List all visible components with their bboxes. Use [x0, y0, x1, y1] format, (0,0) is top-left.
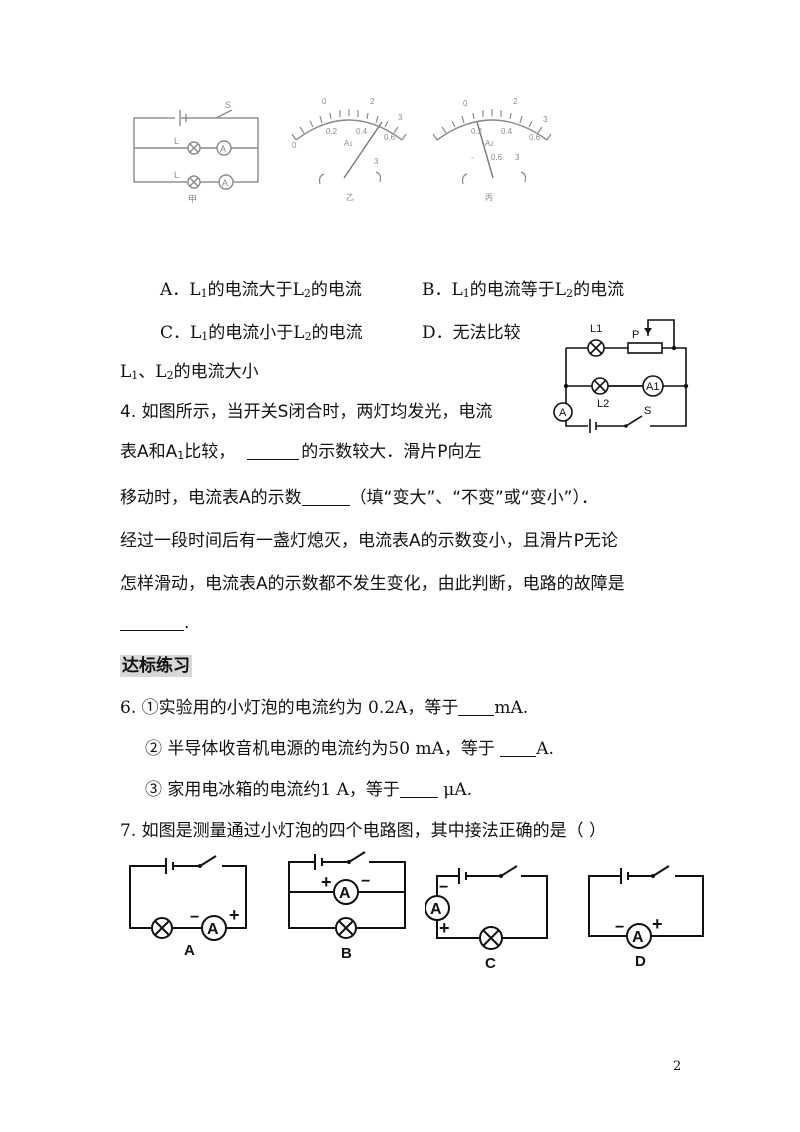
- diagram-label-c: C: [485, 955, 496, 970]
- terminal-label: 3: [515, 153, 520, 162]
- ammeter-label: A: [632, 929, 644, 946]
- tick-label: 2: [370, 97, 375, 106]
- switch-s-label: S: [644, 405, 651, 417]
- ammeter-label: A: [339, 885, 351, 902]
- tick-label: 0.4: [356, 127, 368, 136]
- tick-label: 0: [322, 97, 327, 106]
- q3-option-a: A．L1的电流大于L2的电流: [160, 280, 362, 300]
- tick-label: 3: [398, 113, 403, 122]
- ammeter-a-label: A: [220, 144, 226, 154]
- terminal-label: -: [471, 153, 474, 162]
- q7-diagram-c: A − + C: [425, 865, 548, 970]
- tick-label: 0.2: [471, 127, 483, 136]
- tick-label: 0.6: [529, 133, 541, 142]
- diagram-label-b: B: [341, 945, 352, 960]
- minus-terminal: −: [361, 873, 370, 890]
- minus-terminal: −: [439, 879, 448, 896]
- figure-yi-meter: 0 2 3 0.2 0.4 0.6 0 A1 3 乙: [291, 97, 407, 202]
- q4-line-5: 怎样滑动，电流表A的示数都不发生变化，由此判断，电路的故障是: [120, 574, 625, 594]
- lamp-l2-label: L2: [597, 398, 609, 410]
- switch-label: S: [225, 100, 231, 110]
- terminal-label: 3: [374, 157, 379, 166]
- answer-blank[interactable]: [120, 614, 184, 631]
- ammeter-label: A: [207, 921, 219, 938]
- q7-diagram-d: A − + D: [588, 865, 704, 968]
- plus-terminal: +: [439, 918, 450, 938]
- ammeter-label: A: [430, 901, 442, 918]
- figure-jia-circuit: S L L A A 甲: [133, 100, 259, 204]
- q7-stem: 7. 如图是测量通过小灯泡的四个电路图，其中接法正确的是（ ）: [120, 821, 607, 841]
- ammeter-a-label: A: [559, 407, 567, 419]
- minus-terminal: −: [615, 919, 624, 936]
- figure-bing-meter: 0 2 3 0.2 0.4 0.6 A2 - 0.6 3 丙: [432, 97, 552, 202]
- tick-label: 0.2: [326, 127, 338, 136]
- answer-blank[interactable]: [247, 443, 300, 460]
- tick-label: 2: [513, 97, 518, 106]
- figure-yi-label: 乙: [346, 193, 354, 202]
- minus-terminal: −: [190, 909, 199, 926]
- meter-name-label: A1: [344, 139, 353, 148]
- plus-terminal: +: [229, 905, 240, 925]
- section-title: 达标练习: [120, 655, 192, 677]
- q7-diagram-a: A − + A: [129, 855, 247, 959]
- answer-blank[interactable]: [301, 489, 350, 506]
- plus-terminal: +: [652, 914, 663, 934]
- q3-option-b: B．L1的电流等于L2的电流: [422, 280, 625, 300]
- figure-bing-label: 丙: [485, 193, 493, 202]
- plus-terminal: +: [321, 872, 332, 892]
- answer-blank[interactable]: [399, 781, 438, 798]
- q6-line-2: ② 半导体收音机电源的电流约为50 mA，等于 A.: [145, 739, 554, 759]
- lamp-l1-label: L1: [590, 323, 602, 335]
- slider-p-label: P: [632, 329, 639, 341]
- q4-line-3: 移动时，电流表A的示数（填“变大”、“不变”或“变小”）．: [120, 488, 598, 508]
- diagram-label-a: A: [184, 942, 195, 959]
- q7-diagram-b: A + − B: [288, 851, 406, 960]
- l1-label: L: [174, 136, 179, 146]
- terminal-label: 0.6: [491, 153, 503, 162]
- l2-label: L: [174, 170, 179, 180]
- q4-line-4: 经过一段时间后有一盏灯熄灭，电流表A的示数变小，且滑片P无论: [120, 531, 618, 551]
- q4-line-6: .: [120, 612, 189, 634]
- answer-blank[interactable]: [500, 740, 537, 757]
- page-number: 2: [673, 1059, 682, 1074]
- q6-line-3: ③ 家用电冰箱的电流约1 A，等于 μA.: [145, 780, 473, 800]
- tick-label: 0.4: [501, 127, 513, 136]
- answer-blank[interactable]: [458, 699, 495, 716]
- tick-label: 0: [463, 99, 468, 108]
- ammeter-a2-label: A: [222, 178, 228, 188]
- q4-line-2: 表A和A1比较，的示数较大．滑片P向左: [120, 442, 482, 462]
- q3-option-d-continued: L1、L2的电流大小: [120, 362, 259, 382]
- tick-label: 0.6: [384, 133, 396, 142]
- q4-line-1: 4. 如图所示，当开关S闭合时，两灯均发光，电流: [120, 402, 493, 422]
- q3-option-d: D．无法比较: [422, 323, 521, 343]
- ammeter-a1-label: A1: [646, 381, 659, 393]
- meter-name-label: A2: [485, 139, 494, 148]
- tick-label: 3: [543, 115, 548, 124]
- q4-circuit-diagram: L1 P L2 A1 A S: [553, 319, 689, 433]
- tick-label: 0: [292, 141, 297, 150]
- diagram-label-d: D: [635, 953, 646, 968]
- figure-jia-label: 甲: [188, 194, 197, 204]
- q3-option-c: C．L1的电流小于L2的电流: [160, 323, 363, 343]
